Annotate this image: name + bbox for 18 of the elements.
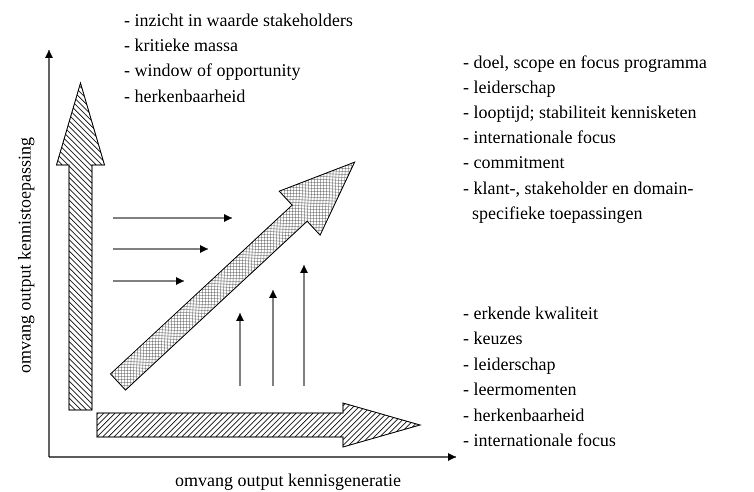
- list-item: - herkenbaarheid: [463, 404, 584, 426]
- list-item: - inzicht in waarde stakeholders: [124, 8, 353, 32]
- axis-label: omvang output kennistoepassing: [14, 137, 36, 373]
- list-item: - leiderschap: [463, 76, 556, 99]
- list-item: - commitment: [463, 150, 564, 174]
- list-item: - keuzes: [463, 326, 522, 350]
- list-item: - herkenbaarheid: [124, 84, 246, 108]
- list-item: - window of opportunity: [124, 58, 300, 82]
- list-item: - erkende kwaliteit: [463, 302, 598, 324]
- list-item: - doel, scope en focus programma: [463, 50, 707, 74]
- axis-label: omvang output kennisgeneratie: [175, 468, 401, 492]
- list-item: - leiderschap: [463, 352, 556, 376]
- list-item: - internationale focus: [463, 126, 616, 148]
- list-item: - klant-, stakeholder en domain-specifieke toepassingen: [463, 176, 694, 225]
- list-item: - leermomenten: [463, 378, 576, 400]
- list-item: - internationale focus: [463, 428, 616, 452]
- list-item: - kritieke massa: [124, 34, 238, 56]
- list-item: - looptijd; stabiliteit kennisketen: [463, 100, 696, 124]
